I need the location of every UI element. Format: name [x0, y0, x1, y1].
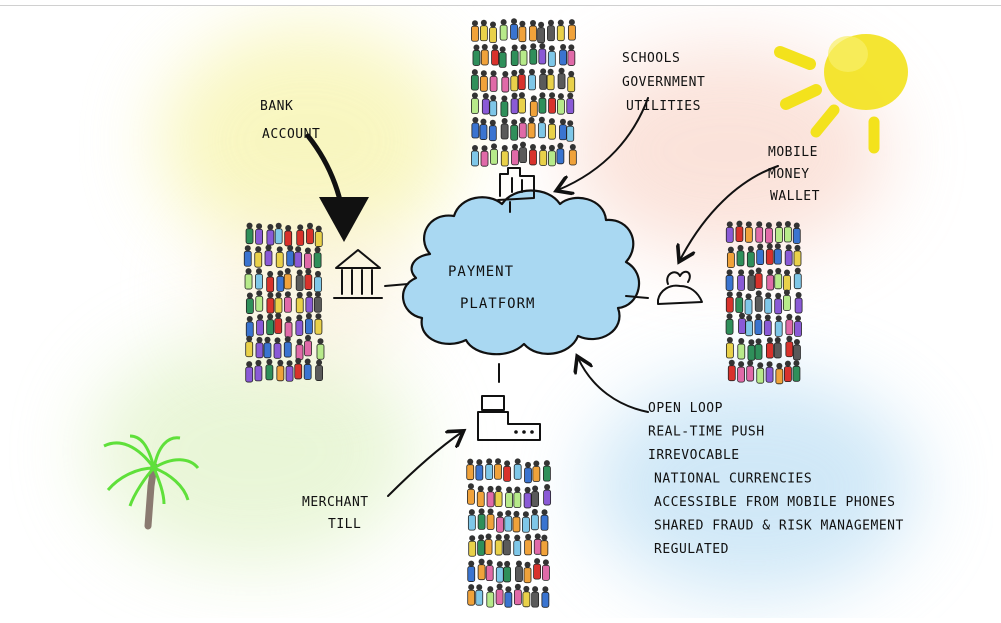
- crowd-top: [470, 18, 577, 167]
- top-label-line2: GOVERNMENT: [622, 75, 705, 90]
- top-border: [0, 5, 1001, 6]
- arrow-features: [578, 358, 649, 413]
- top-label-line1: SCHOOLS: [622, 51, 680, 66]
- feature-item: ACCESSIBLE FROM MOBILE PHONES: [654, 495, 895, 510]
- feature-item: OPEN LOOP: [648, 401, 723, 416]
- feature-item: SHARED FRAUD & RISK MANAGEMENT: [654, 519, 904, 534]
- wallet-icon: [657, 270, 703, 305]
- feature-item: REAL-TIME PUSH: [648, 425, 765, 440]
- feature-item: NATIONAL CURRENCIES: [654, 472, 812, 487]
- arrow-wallet: [680, 165, 779, 260]
- crowd-right: [725, 220, 803, 385]
- feature-item: REGULATED: [654, 542, 729, 557]
- blue-wash: [588, 376, 918, 596]
- bank-icon: [333, 249, 383, 299]
- mobile-label-line1: MOBILE: [768, 145, 818, 160]
- payment-platform-cloud: PAYMENT PLATFORM: [401, 189, 641, 356]
- bank-label-line2: ACCOUNT: [262, 127, 320, 142]
- arrow-top: [558, 97, 649, 190]
- arrow-merchant: [387, 432, 462, 497]
- cloud-label-line2: PLATFORM: [460, 296, 535, 312]
- mobile-label-line2: MONEY: [768, 167, 810, 182]
- crowd-left: [243, 222, 325, 383]
- merchant-till-label: MERCHANT TILL: [302, 495, 369, 532]
- arrow-bank: [305, 133, 369, 242]
- mobile-label-line3: WALLET: [770, 189, 820, 204]
- bank-account-label: BANK ACCOUNT: [260, 99, 320, 142]
- cloud-label-line1: PAYMENT: [448, 264, 514, 280]
- school-building-icon: [497, 167, 535, 201]
- feature-item: IRREVOCABLE: [648, 448, 740, 463]
- diagram-svg: PAYMENT PLATFORM: [103, 18, 908, 608]
- bank-label-line1: BANK: [260, 99, 293, 114]
- feature-list: OPEN LOOP REAL-TIME PUSH IRREVOCABLE NATION…: [648, 401, 904, 557]
- top-label: SCHOOLS GOVERNMENT UTILITIES: [622, 51, 705, 114]
- merchant-label-line2: TILL: [328, 517, 361, 532]
- sun-icon: [774, 34, 908, 154]
- merchant-till-icon: [477, 395, 541, 441]
- connector-right: [625, 295, 649, 299]
- top-label-line3: UTILITIES: [626, 99, 701, 114]
- crowd-bottom: [466, 458, 552, 608]
- merchant-label-line1: MERCHANT: [302, 495, 369, 510]
- connector-left: [384, 283, 409, 287]
- palm-tree-icon: [103, 434, 200, 530]
- diagram-canvas: PAYMENT PLATFORM: [8, 6, 993, 618]
- mobile-money-label: MOBILE MONEY WALLET: [768, 145, 820, 204]
